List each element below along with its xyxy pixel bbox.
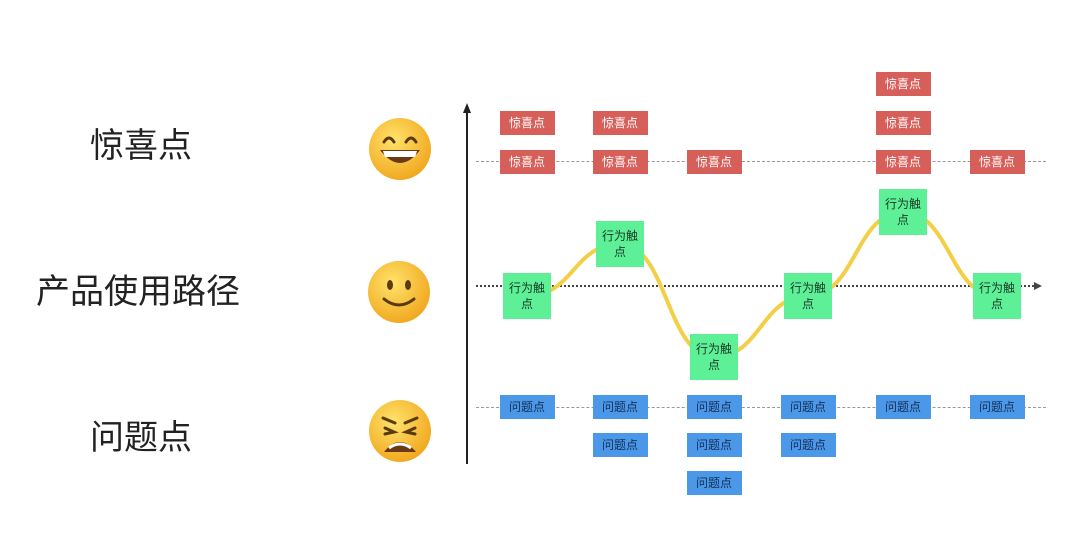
surprise-point-box: 惊喜点 [499, 111, 555, 135]
vertical-axis [466, 112, 468, 464]
problem-point-box: 问题点 [592, 395, 648, 419]
grinning-face-icon [369, 118, 431, 180]
problem-point-box: 问题点 [780, 395, 836, 419]
surprise-point-box: 惊喜点 [686, 150, 742, 174]
problem-row-label: 问题点 [90, 418, 192, 458]
surprise-point-box: 惊喜点 [592, 111, 648, 135]
problem-point-box: 问题点 [686, 471, 742, 495]
path-arrow-icon [1034, 282, 1042, 290]
touch-point-box: 行为触点 [503, 273, 551, 319]
problem-guide-line [476, 407, 1046, 408]
touch-point-box: 行为触点 [690, 334, 738, 380]
touch-point-box: 行为触点 [973, 273, 1021, 319]
problem-point-box: 问题点 [592, 433, 648, 457]
touch-point-box: 行为触点 [879, 189, 927, 235]
surprise-point-box: 惊喜点 [875, 111, 931, 135]
path-guide-line [476, 285, 1034, 287]
touch-point-box: 行为触点 [784, 273, 832, 319]
problem-point-box: 问题点 [780, 433, 836, 457]
problem-point-box: 问题点 [875, 395, 931, 419]
surprise-point-box: 惊喜点 [875, 150, 931, 174]
surprise-point-box: 惊喜点 [969, 150, 1025, 174]
surprise-guide-line [476, 161, 1046, 162]
problem-point-box: 问题点 [499, 395, 555, 419]
slightly-smiling-face-icon [368, 261, 430, 323]
surprise-point-box: 惊喜点 [875, 72, 931, 96]
touch-point-box: 行为触点 [596, 221, 644, 267]
problem-point-box: 问题点 [686, 395, 742, 419]
path-row-label: 产品使用路径 [36, 272, 240, 312]
weary-face-icon [369, 400, 431, 462]
surprise-point-box: 惊喜点 [499, 150, 555, 174]
vertical-axis-arrow-icon [463, 103, 471, 113]
problem-point-box: 问题点 [969, 395, 1025, 419]
problem-point-box: 问题点 [686, 433, 742, 457]
surprise-point-box: 惊喜点 [592, 150, 648, 174]
surprise-row-label: 惊喜点 [90, 126, 192, 166]
